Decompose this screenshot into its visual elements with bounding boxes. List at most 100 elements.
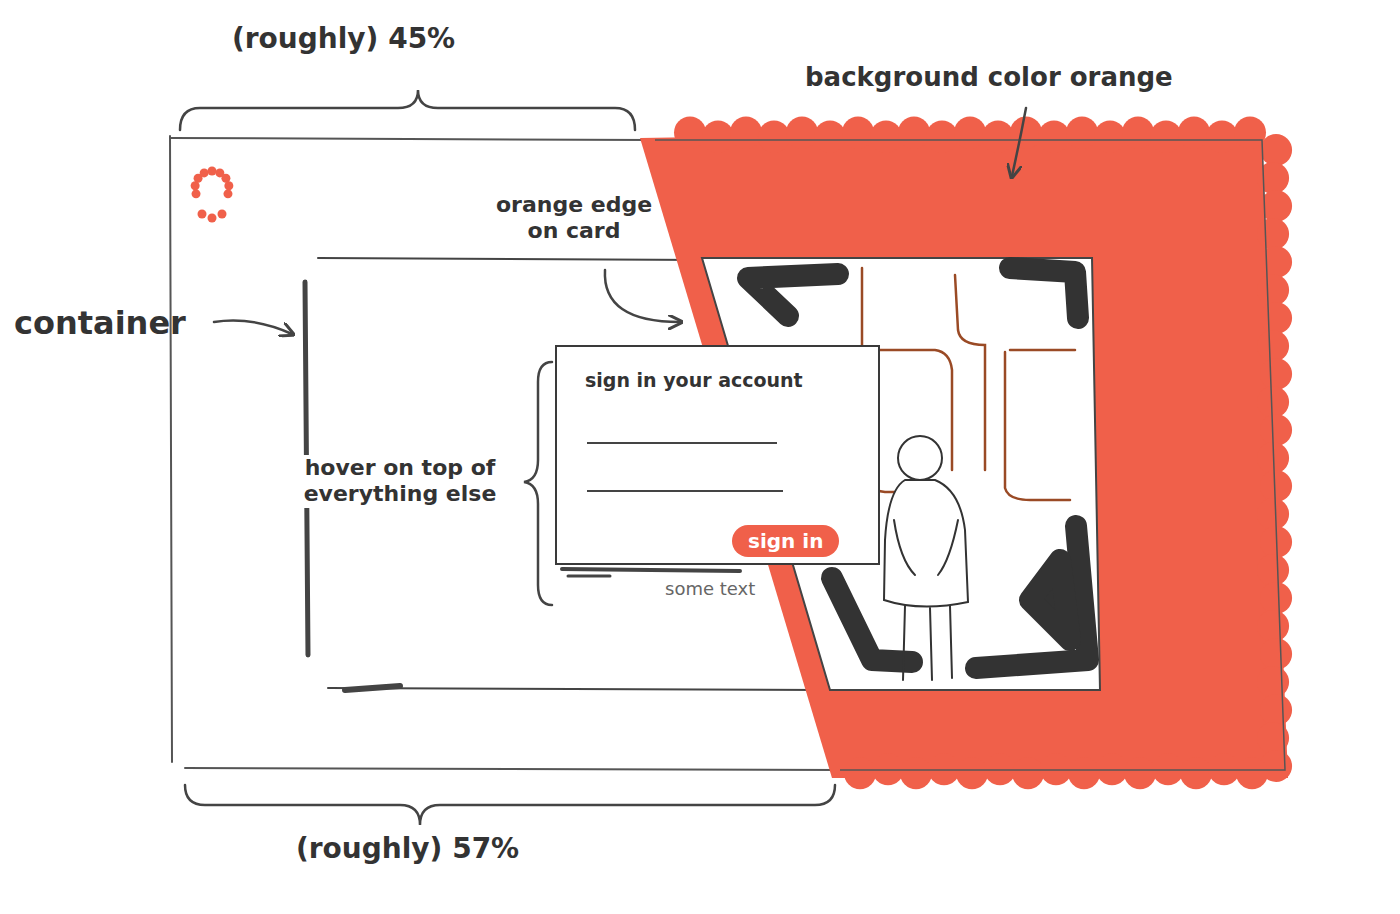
logo-mark [208, 167, 217, 176]
orange-background [1236, 757, 1268, 789]
orange-background [1257, 498, 1289, 530]
orange-background [1150, 121, 1182, 153]
orange-background [926, 121, 958, 153]
dimension-brace [185, 785, 835, 825]
orange-background [982, 121, 1014, 153]
logo-mark [223, 189, 232, 198]
orange-background [1260, 414, 1292, 446]
orange-background [1178, 117, 1210, 149]
person-figure [884, 436, 968, 680]
door-lines [955, 275, 985, 470]
viewfinder-corner [976, 526, 1088, 668]
orange-background [842, 117, 874, 149]
orange-background [1257, 274, 1289, 306]
orange-background [1260, 246, 1292, 278]
orange-background [1260, 134, 1292, 166]
logo-mark [208, 214, 217, 223]
label-text: container [14, 304, 186, 342]
orange-background [786, 117, 818, 149]
leader-arrow [605, 270, 680, 322]
node-text: sign in [748, 529, 823, 553]
dimension-label: (roughly) 57% [296, 832, 519, 866]
page-frame [185, 768, 840, 770]
orange-background [1257, 386, 1289, 418]
orange-background [814, 121, 846, 153]
orange-background [1096, 753, 1128, 785]
orange-background [1257, 218, 1289, 250]
label-text: (roughly) 57% [296, 832, 519, 866]
orange-background [1257, 554, 1289, 586]
orange-background [1260, 694, 1292, 726]
orange-background [984, 753, 1016, 785]
orange-background [758, 121, 790, 153]
orange-background [1260, 582, 1292, 614]
person-figure [884, 480, 968, 607]
orange-background [1234, 117, 1266, 149]
leader-arrow [214, 108, 1026, 334]
orange-background [1094, 121, 1126, 153]
label-text: (roughly) 45% [232, 22, 455, 56]
orange-background [1208, 753, 1240, 785]
node-text: sign in your account [585, 369, 850, 391]
orange-background [1068, 757, 1100, 789]
card-shadow [562, 569, 740, 576]
logo-mark [191, 167, 234, 223]
orange-background [1206, 121, 1238, 153]
door-lines [1005, 352, 1070, 500]
orange-background [872, 753, 904, 785]
orange-background [928, 753, 960, 785]
container-box [328, 688, 822, 690]
input-field-line [587, 442, 777, 444]
page-frame [170, 138, 650, 140]
leader-arrow [214, 321, 292, 335]
card-shadow [568, 575, 610, 578]
orange-background [1257, 162, 1289, 194]
orange-background [1257, 330, 1289, 362]
orange-background [1010, 117, 1042, 149]
dimension-brace [524, 362, 552, 605]
viewfinder-corner [1030, 560, 1070, 640]
orange-background [870, 121, 902, 153]
orange-background [674, 117, 706, 149]
label-text: some text [665, 578, 755, 600]
annotation-note: orange edge on card [488, 192, 660, 245]
component-label: container [14, 304, 186, 342]
helper-text: some text [665, 578, 755, 600]
orange-background [954, 117, 986, 149]
orange-background [1152, 753, 1184, 785]
person-figure [903, 606, 952, 680]
viewfinder-corner [1010, 268, 1078, 318]
label-text: background color orange [805, 62, 1173, 93]
input-field-line [587, 490, 783, 492]
orange-background [1040, 753, 1072, 785]
orange-background [1260, 638, 1292, 670]
person-figure [898, 436, 942, 480]
logo-mark [192, 189, 201, 198]
orange-background [1124, 757, 1156, 789]
orange-background [1122, 117, 1154, 149]
label-text: orange edge on card [488, 192, 660, 245]
logo-mark [224, 181, 233, 190]
door-lines [860, 268, 1075, 500]
orange-background [844, 757, 876, 789]
page-frame [170, 136, 172, 762]
orange-background [1038, 121, 1070, 153]
orange-background [898, 117, 930, 149]
viewfinder-corner [748, 274, 838, 316]
orange-background [1180, 757, 1212, 789]
person-figure [894, 520, 958, 575]
logo-mark [198, 210, 207, 219]
orange-background [1012, 757, 1044, 789]
annotation-note: hover on top of everything else [282, 455, 518, 508]
orange-background [1260, 302, 1292, 334]
orange-background [1257, 666, 1289, 698]
login-card: sign in your account sign in [555, 345, 880, 565]
orange-background [900, 757, 932, 789]
door-lines [1010, 349, 1075, 352]
annotation-note: background color orange [805, 62, 1173, 93]
leader-arrow [1012, 108, 1026, 176]
orange-background [956, 757, 988, 789]
dimension-brace [180, 90, 635, 130]
container-box [318, 258, 705, 260]
